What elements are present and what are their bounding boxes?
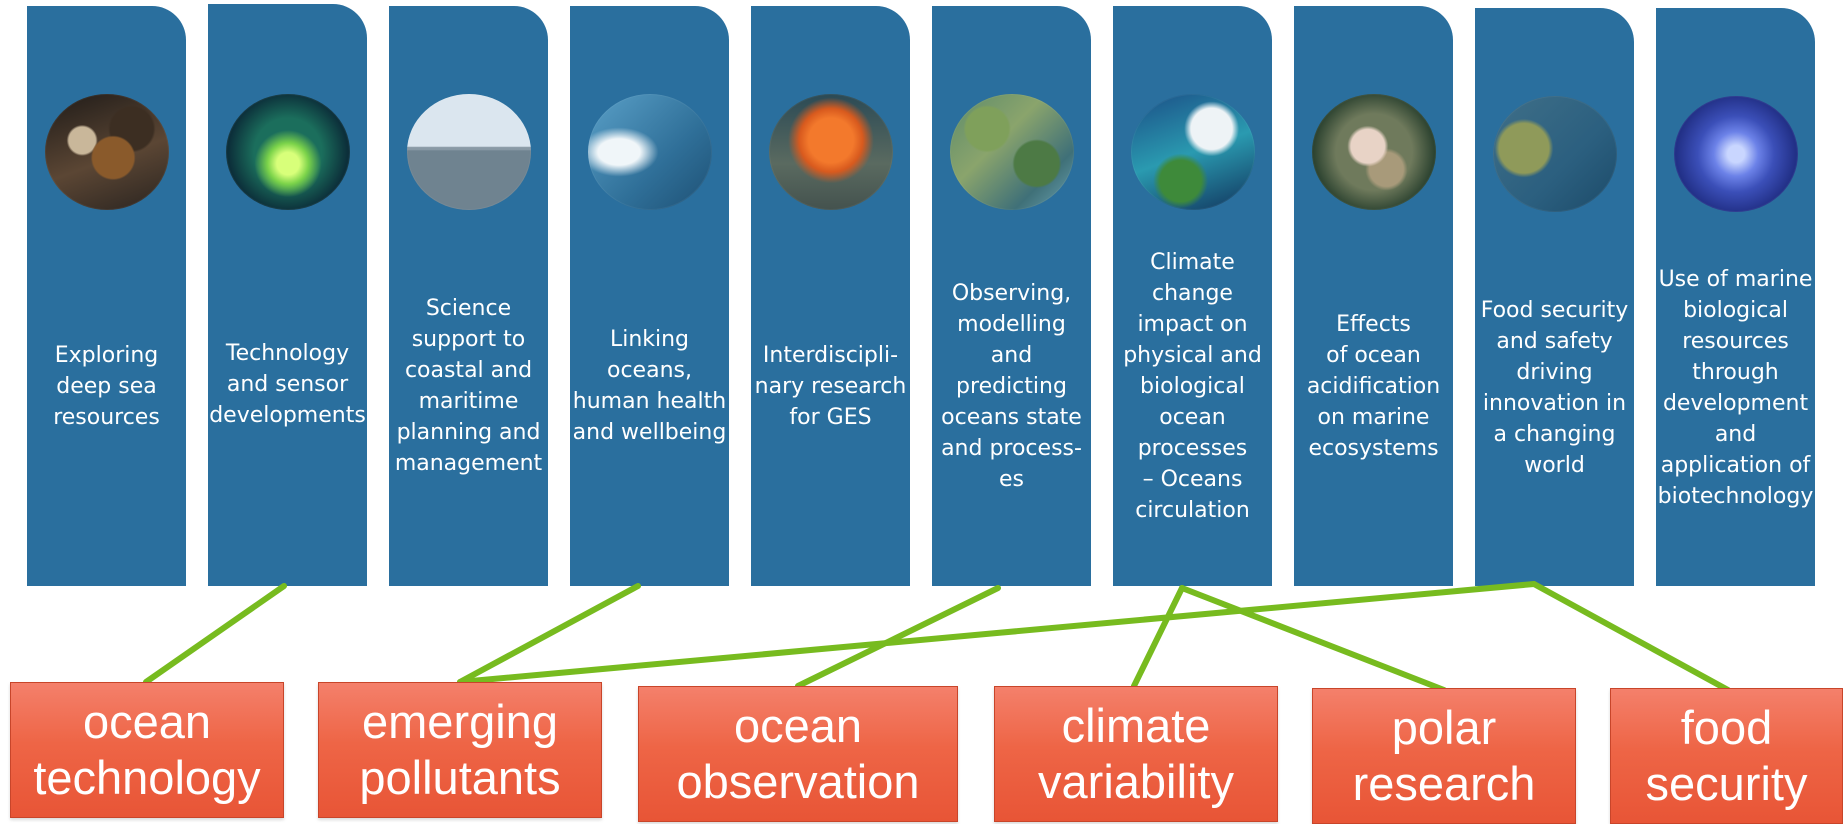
- underwater-vehicle-image: [225, 94, 350, 210]
- topic-emerging-pollutants: emerging pollutants: [318, 682, 602, 818]
- coastal-satellite-image: [949, 94, 1074, 210]
- card-marine-biotechnology: Use of marine biological resources throu…: [1656, 8, 1815, 586]
- connector-line-6: [1531, 581, 1731, 693]
- card-label: Food security and safety driving innovat…: [1480, 298, 1629, 478]
- card-oceans-human-health: Linking oceans, human health and wellbei…: [570, 6, 729, 586]
- sea-anemone-image: [1673, 96, 1798, 212]
- card-label: Exploring deep sea resources: [53, 342, 160, 430]
- card-label: Use of marine biological resources throu…: [1657, 267, 1814, 509]
- card-label: Climate change impact on physical and bi…: [1123, 249, 1262, 523]
- connector-line-3: [795, 585, 1001, 689]
- offshore-wind-farm-image: [406, 94, 531, 210]
- topic-ocean-technology: ocean technology: [10, 682, 284, 818]
- connector-line-0: [143, 583, 287, 685]
- topic-ocean-observation: ocean observation: [638, 686, 958, 822]
- topic-polar-research: polar research: [1312, 688, 1576, 824]
- fish-farm-aerial-image: [1492, 96, 1617, 212]
- card-food-security-safety: Food security and safety driving innovat…: [1475, 8, 1634, 586]
- connector-line-4: [1131, 585, 1185, 689]
- card-label: Science support to coastal and maritime …: [394, 296, 543, 476]
- card-label: Observing, modelling and predicting ocea…: [941, 280, 1082, 492]
- card-observing-modelling: Observing, modelling and predicting ocea…: [932, 6, 1091, 586]
- card-deep-sea-resources: Exploring deep sea resources: [27, 6, 186, 586]
- connector-line-1: [457, 583, 641, 685]
- connector-line-2: [457, 581, 1537, 685]
- card-label: Linking oceans, human health and wellbei…: [572, 327, 727, 445]
- deep-sea-mining-image: [44, 94, 169, 210]
- connector-line-5: [1179, 585, 1447, 693]
- card-ocean-acidification: Effects of ocean acidification on marine…: [1294, 6, 1453, 586]
- topic-climate-variability: climate variability: [994, 686, 1278, 822]
- swimmer-beach-image: [587, 94, 712, 210]
- algae-bloom-satellite-image: [1130, 94, 1255, 210]
- orange-coral-image: [768, 94, 893, 210]
- card-label: Technology and sensor developments: [209, 340, 366, 428]
- topic-food-security: food security: [1610, 688, 1843, 824]
- card-climate-change-impact: Climate change impact on physical and bi…: [1113, 6, 1272, 586]
- coral-reef-image: [1311, 94, 1436, 210]
- card-technology-sensors: Technology and sensor developments: [208, 4, 367, 586]
- card-label: Effects of ocean acidification on marine…: [1306, 311, 1441, 461]
- card-coastal-maritime-planning: Science support to coastal and maritime …: [389, 6, 548, 586]
- card-interdisciplinary-ges: Interdiscipli- nary research for GES: [751, 6, 910, 586]
- card-label: Interdiscipli- nary research for GES: [754, 342, 907, 430]
